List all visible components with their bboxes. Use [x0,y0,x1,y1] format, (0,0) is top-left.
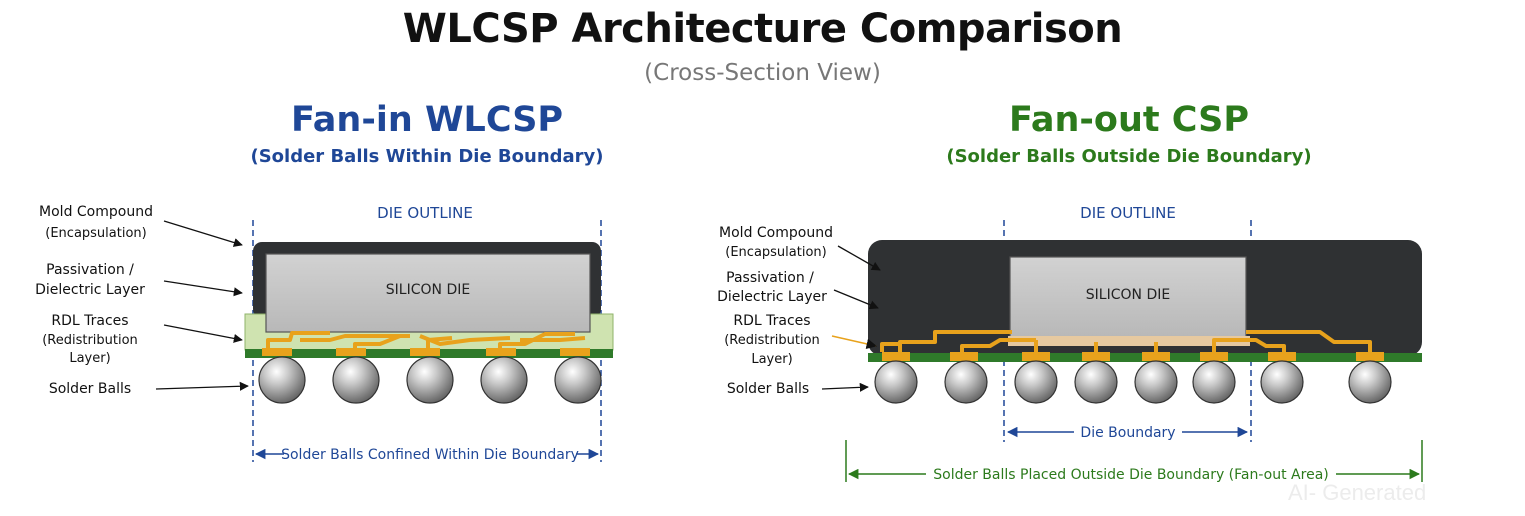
fan-out-label-mold: Mold Compound [719,225,833,241]
fan-in-label-rdl-sub: (Redistribution [42,333,138,348]
fan-out-label-rdl-sub2: Layer) [751,352,792,367]
fan-out-pads [882,352,1384,361]
fan-in-solder-ball [258,356,306,404]
fan-in-arrow-passivation [163,280,243,297]
fan-in-solder-ball [480,356,528,404]
fan-out-label-passivation-sub: Dielectric Layer [717,289,827,305]
fan-out-label-rdl-sub: (Redistribution [724,333,820,348]
fan-out-silicon-die-label: SILICON DIE [1086,287,1170,303]
fan-out-die-outline-label: DIE OUTLINE [1080,204,1176,222]
fan-in-solder-ball [554,356,602,404]
fan-in-label-rdl: RDL Traces [51,313,128,329]
fan-in-label-mold-sub: (Encapsulation) [45,226,146,241]
fan-out-label-mold-sub: (Encapsulation) [725,245,826,260]
fan-in-arrow-rdl [163,324,243,343]
fan-out-solder-ball [1192,360,1236,404]
fan-out-subheading: (Solder Balls Outside Die Boundary) [946,146,1312,167]
fan-out-solder-ball [1074,360,1118,404]
fan-in-solder-ball [332,356,380,404]
fan-out-solder-ball [874,360,918,404]
fan-out-solder-ball [1260,360,1304,404]
fan-out-solder-ball [944,360,988,404]
fan-in-arrow-balls [155,381,249,391]
fan-in-solder-ball [406,356,454,404]
fan-in-subheading: (Solder Balls Within Die Boundary) [250,146,604,167]
fan-in-label-passivation: Passivation / [46,262,134,278]
fan-out-arrow-balls [821,382,869,392]
fan-out-silicon-die [1009,256,1247,338]
watermark: AI- Generated [1288,480,1427,505]
fan-in-label-passivation-sub: Dielectric Layer [35,282,145,298]
page-subtitle: (Cross-Section View) [644,60,881,86]
fan-out-dimension-label: Solder Balls Placed Outside Die Boundary… [933,467,1329,483]
fan-out-solder-ball [1014,360,1058,404]
fan-out-solder-ball [1348,360,1392,404]
fan-out-arrow-rdl [831,335,878,350]
fan-out-solder-ball [1134,360,1178,404]
fan-in-silicon-die [265,253,591,333]
fan-out-solder-balls [874,360,1392,404]
fan-out-passivation-layer [1008,336,1250,346]
fan-out-label-rdl: RDL Traces [733,313,810,329]
fan-in-rdl-traces [266,331,586,352]
fan-in-silicon-die-label: SILICON DIE [386,282,470,298]
fan-out-heading: Fan-out CSP [1009,100,1249,140]
fan-in-label-rdl-sub2: Layer) [69,351,110,366]
fan-out-label-passivation: Passivation / [726,270,814,286]
fan-in-solder-balls [258,356,602,404]
fan-in-arrow-mold [163,220,243,247]
fan-out-label-balls: Solder Balls [727,381,809,397]
fan-out-rdl-traces [880,330,1372,356]
fan-out-arrow-mold [837,245,881,271]
page-title: WLCSP Architecture Comparison [402,6,1123,52]
fan-in-diagram: DIE OUTLINE SILICON DIE [35,204,614,463]
fan-out-diagram: DIE OUTLINE SILICON DIE [717,204,1423,483]
fan-in-die-outline-label: DIE OUTLINE [377,204,473,222]
fan-out-arrow-passivation [833,289,879,310]
fan-in-label-balls: Solder Balls [49,381,131,397]
fan-in-dimension-label: Solder Balls Confined Within Die Boundar… [281,447,579,463]
fan-out-die-boundary-label: Die Boundary [1080,425,1175,441]
fan-in-label-mold: Mold Compound [39,204,153,220]
fan-in-heading: Fan-in WLCSP [290,100,564,140]
